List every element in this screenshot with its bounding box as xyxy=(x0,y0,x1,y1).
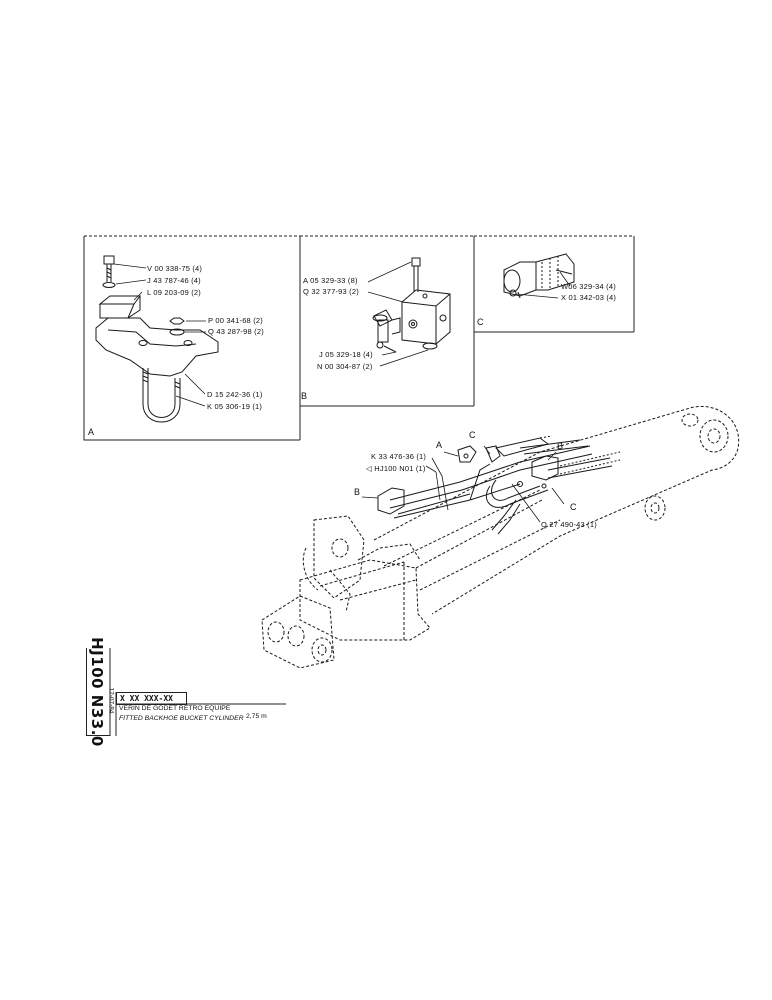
part-label-b-1: A 05 329-33 (8) xyxy=(303,276,358,285)
part-label-b-2: Q 32 377-93 (2) xyxy=(303,287,359,296)
part-label-c-1: W06 329-34 (4) xyxy=(561,282,616,291)
size-value: 2,75 m xyxy=(246,713,267,720)
part-label-a-2: J 43 787-46 (4) xyxy=(147,276,201,285)
part-label-main-1: K 33 476-36 (1) xyxy=(371,452,427,461)
drawing-date-text: 12-07-84 xyxy=(107,686,115,714)
callout-c-bottom: C xyxy=(570,502,577,512)
detail-c-artwork xyxy=(503,253,575,299)
part-label-a-7: K 05 306-19 (1) xyxy=(207,402,263,411)
panel-letter-a: A xyxy=(88,427,95,437)
detail-b-artwork xyxy=(372,257,451,353)
detail-a-artwork xyxy=(95,255,219,423)
title-french: VERIN DE GODET RETRO EQUIPE xyxy=(119,705,231,712)
leaders-a xyxy=(113,263,206,407)
leaders-c xyxy=(515,271,571,299)
leaders-main xyxy=(361,445,565,523)
title-english: FITTED BACKHOE BUCKET CYLINDER xyxy=(119,715,244,722)
part-label-a-1: V 00 338-75 (4) xyxy=(147,264,203,273)
hydraulic-lines xyxy=(377,435,621,535)
part-label-a-5: Q 43 287-98 (2) xyxy=(208,327,264,336)
boom-outline xyxy=(261,406,740,669)
panel-letter-c: C xyxy=(477,317,484,327)
leaders-b xyxy=(367,261,429,367)
part-label-main-2: ◁ HJ100 N01 (1) xyxy=(366,464,426,473)
callout-a: A xyxy=(436,440,443,450)
part-label-a-6: D 15 242-36 (1) xyxy=(207,390,263,399)
panel-letter-b: B xyxy=(301,391,308,401)
part-number-box: X XX XXX-XX xyxy=(116,692,187,705)
detail-frame-c xyxy=(474,235,635,333)
callout-b-left: B xyxy=(354,487,361,497)
part-label-b-3: J 05 329-18 (4) xyxy=(319,350,373,359)
part-label-b-4: N 00 304-87 (2) xyxy=(317,362,373,371)
part-label-main-3: Q 27 490-43 (1) xyxy=(541,520,597,529)
detail-frame-b xyxy=(300,235,475,407)
callout-b-right: B xyxy=(557,441,564,451)
part-label-c-2: X 01 342-03 (4) xyxy=(561,293,617,302)
callout-c-top: C xyxy=(469,430,476,440)
part-label-a-3: L 09 203-09 (2) xyxy=(147,288,202,297)
part-label-a-4: P 00 341-68 (2) xyxy=(208,316,263,325)
